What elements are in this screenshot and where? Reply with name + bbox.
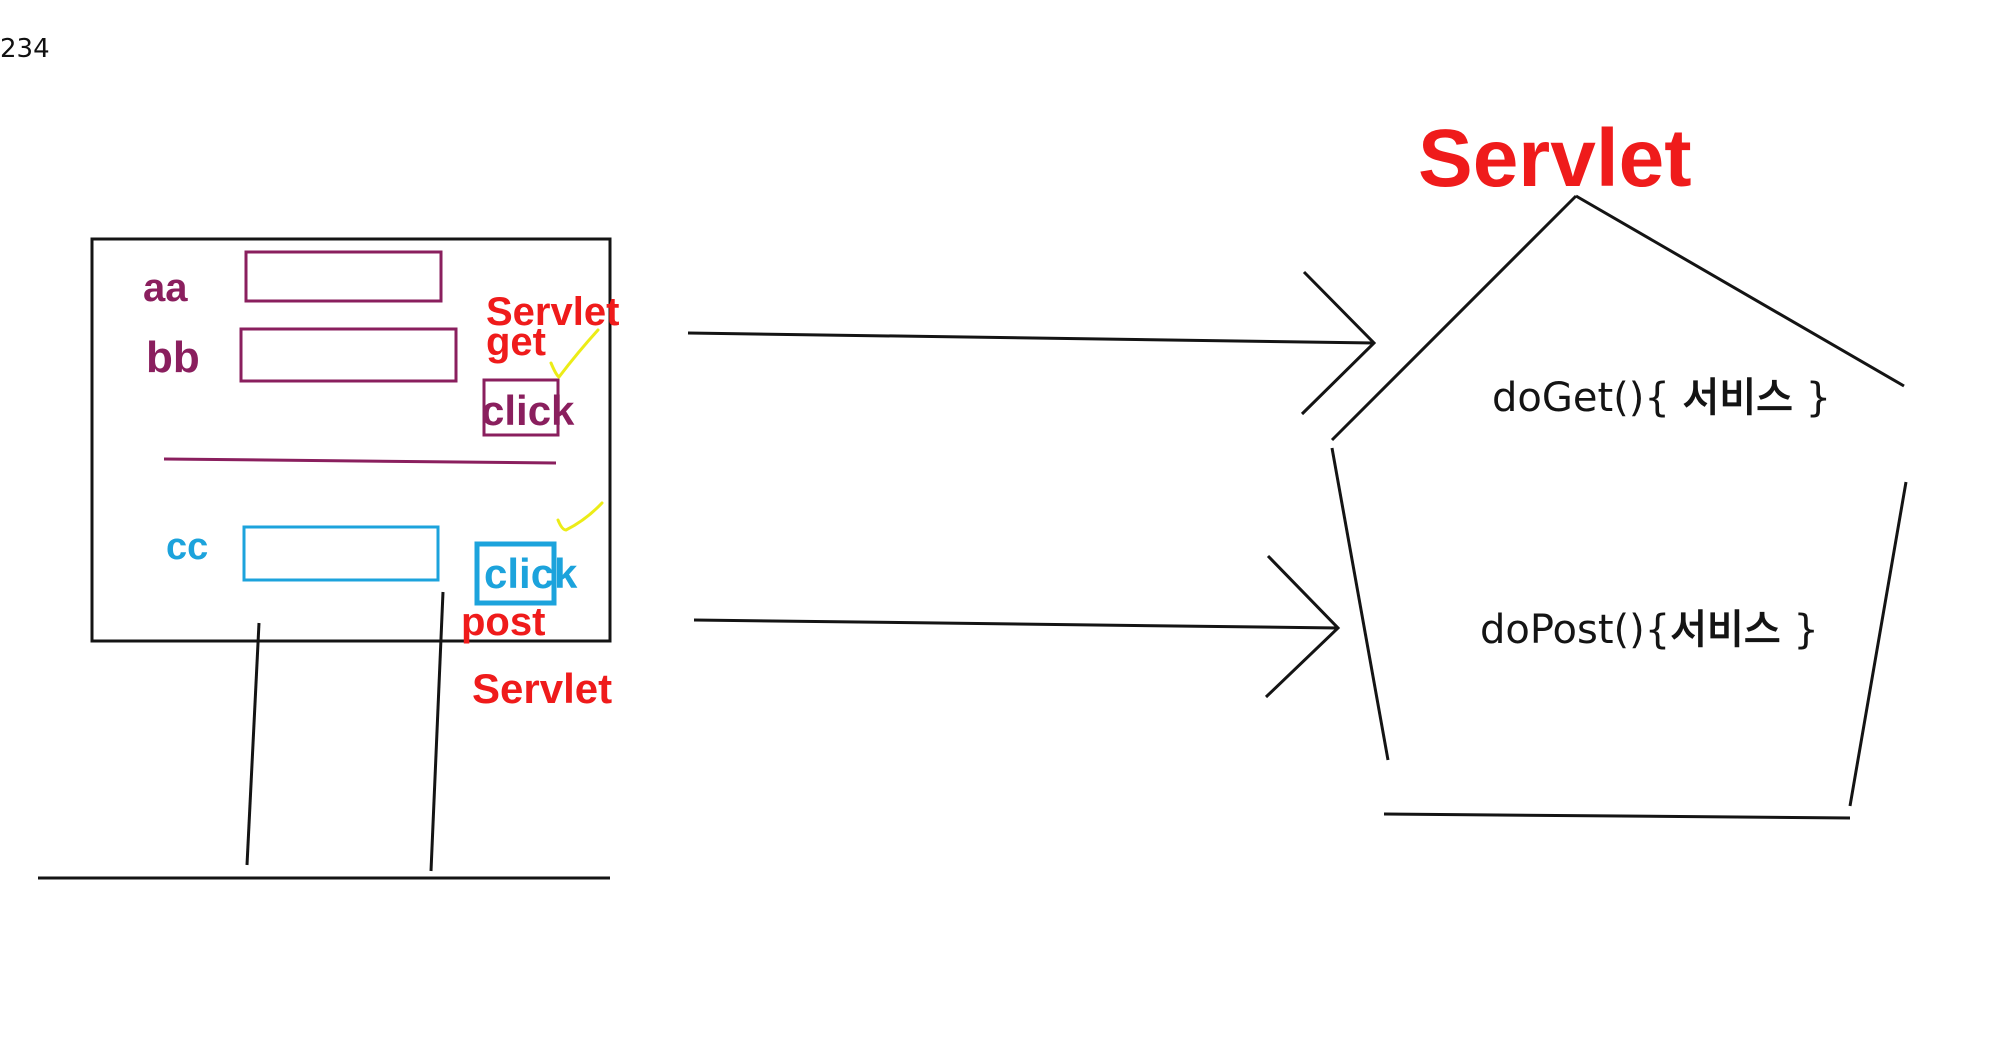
input-box-aa xyxy=(244,250,443,303)
doget-service: 서비스 xyxy=(1682,375,1793,421)
get-arrow-shaft xyxy=(687,331,1375,345)
form-divider xyxy=(163,457,557,465)
dopost-text: doPost(){서비스 } xyxy=(1480,610,1819,650)
label-bb: bb xyxy=(146,333,200,382)
post-servlet-label: Servlet xyxy=(472,665,613,712)
stand-leg-right xyxy=(429,591,445,872)
post-arrow-head xyxy=(1264,554,1341,699)
get-check-mark xyxy=(549,328,600,380)
post-check-mark xyxy=(556,501,604,532)
servlet-pentagon-bottom xyxy=(1383,812,1851,820)
servlet-pentagon-left-roof xyxy=(1330,194,1578,442)
form-window-box xyxy=(90,237,612,643)
stand-leg-left xyxy=(245,622,261,866)
get-method-label: get xyxy=(486,320,546,364)
post-click-button-box xyxy=(474,541,557,606)
servlet-pentagon-right-roof xyxy=(1575,194,1905,388)
doget-close: } xyxy=(1792,375,1832,421)
label-aa: aa xyxy=(143,266,188,310)
servlet-pentagon-left-side xyxy=(1330,447,1390,761)
post-click-button-label: click xyxy=(484,550,578,597)
post-method-label: post xyxy=(461,600,546,644)
corner-text: 234 xyxy=(0,34,50,64)
servlet-title: Servlet xyxy=(1418,113,1692,204)
input-box-bb xyxy=(239,327,458,383)
get-arrow-head xyxy=(1300,270,1377,416)
dopost-service: 서비스 xyxy=(1670,607,1781,653)
doget-signature: doGet(){ xyxy=(1492,375,1683,421)
get-servlet-label: Servlet xyxy=(486,290,620,334)
label-cc: cc xyxy=(166,526,209,568)
servlet-pentagon-right-side xyxy=(1848,481,1908,807)
get-click-button-box xyxy=(482,378,560,437)
get-click-button-label: click xyxy=(481,387,575,434)
post-arrow-shaft xyxy=(693,618,1339,630)
input-box-cc xyxy=(242,525,440,582)
dopost-signature: doPost(){ xyxy=(1480,607,1671,653)
doget-text: doGet(){ 서비스 } xyxy=(1492,378,1831,418)
dopost-close: } xyxy=(1780,607,1819,653)
